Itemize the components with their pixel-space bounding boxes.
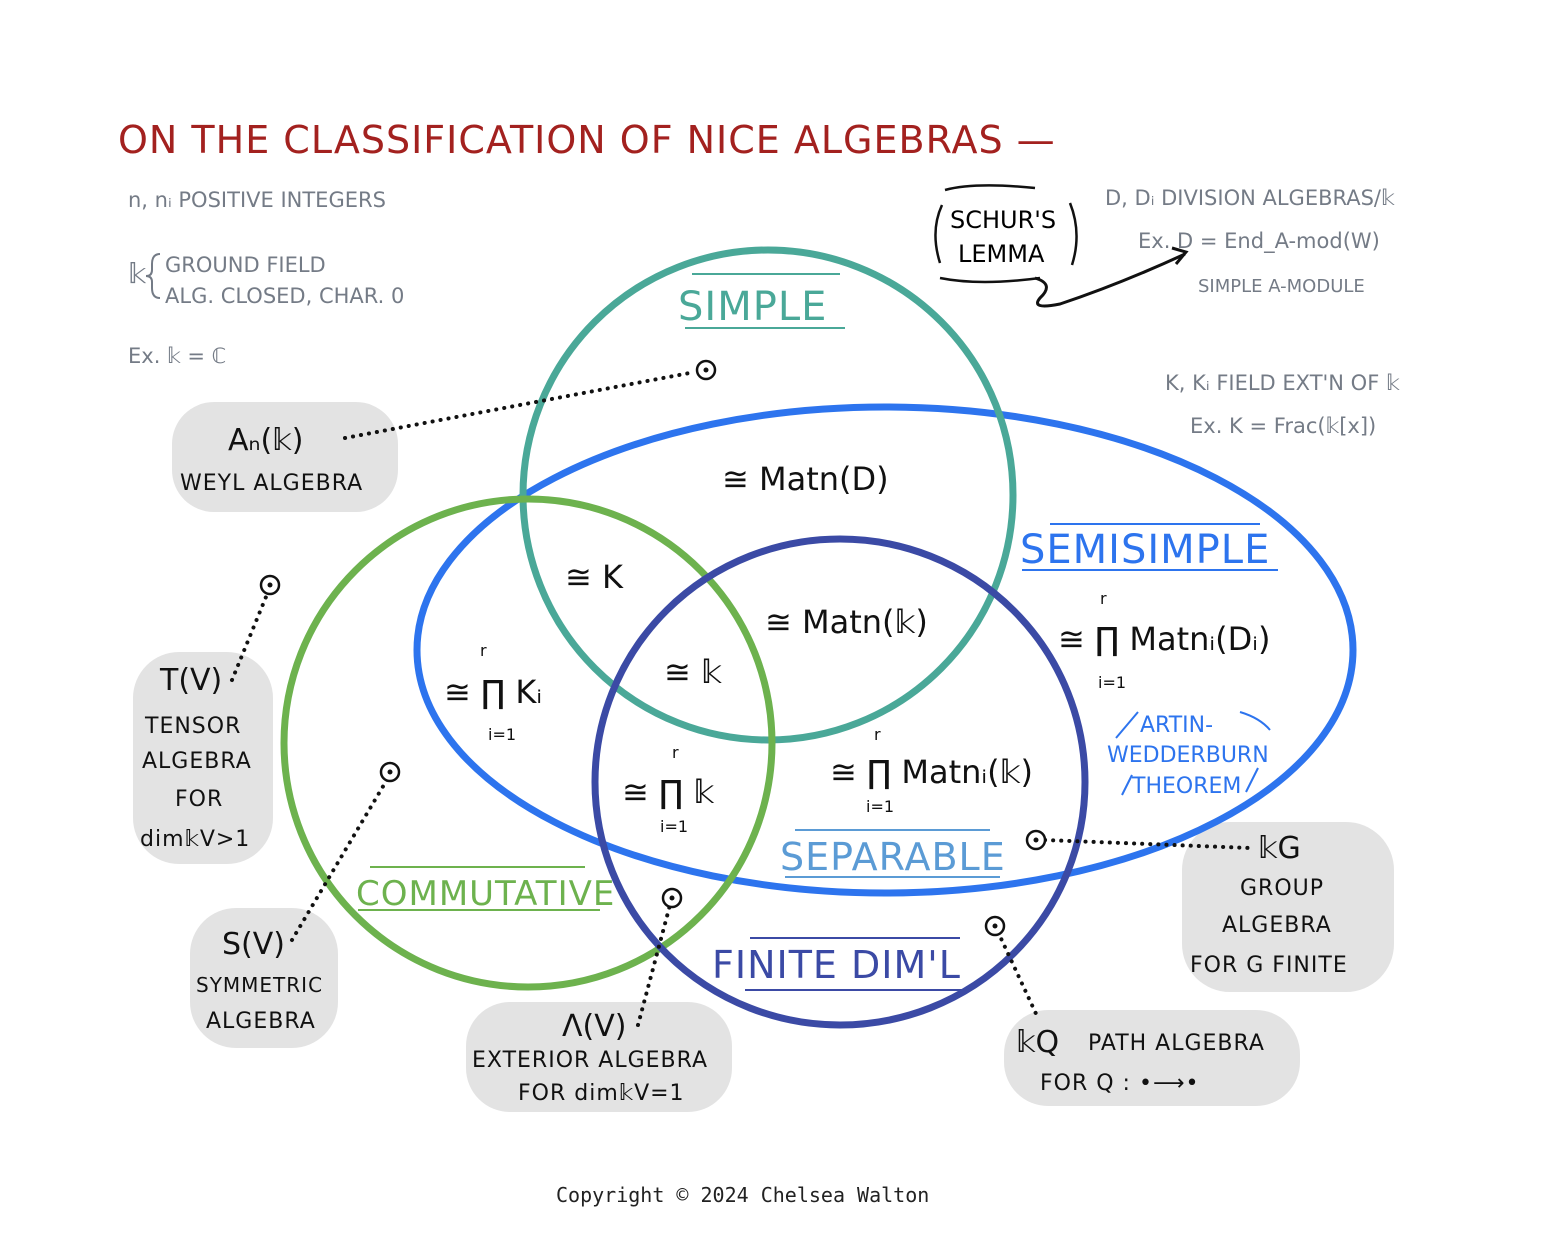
note-field-example: Ex. 𝕜 = ℂ (128, 344, 226, 368)
artin-wedderburn-note: ARTIN- WEDDERBURN THEOREM (1107, 711, 1271, 799)
path-algebra-desc2: FOR Q : •⟶• (1040, 1071, 1199, 1096)
exterior-algebra-name: Λ(V) (562, 1009, 626, 1044)
semisimple-label: SEMISIMPLE (1020, 527, 1270, 573)
region-prod-ground: ≅ ∏ 𝕜 (622, 773, 714, 811)
region-prod-matni-ground-top: r (874, 725, 881, 744)
note-integers: n, nᵢ POSITIVE INTEGERS (128, 188, 386, 212)
leader-symmetric (290, 776, 390, 942)
commutative-circle (280, 495, 776, 991)
finite-dimensional-circle (591, 535, 1089, 1029)
path-algebra-desc1: PATH ALGEBRA (1088, 1031, 1265, 1056)
note-field-line1: GROUND FIELD (165, 253, 326, 277)
leader-lines (230, 370, 1252, 1027)
cloud-symmetric (190, 908, 338, 1048)
group-algebra-desc3: FOR G FINITE (1190, 953, 1348, 978)
note-division-line3: SIMPLE A-MODULE (1198, 276, 1365, 297)
region-prod-matni-ground-bottom: i=1 (866, 797, 894, 816)
tensor-algebra-name: T(V) (159, 663, 222, 698)
exterior-algebra-desc1: EXTERIOR ALGEBRA (472, 1048, 708, 1073)
note-division-line2: Ex. D = End_A-mod(W) (1138, 229, 1380, 254)
note-field-ext-line2: Ex. K = Frac(𝕜[x]) (1190, 414, 1376, 438)
schur-arrowhead (1171, 246, 1189, 265)
tensor-algebra-desc1: TENSOR (144, 714, 241, 739)
tensor-algebra-desc4: dim𝕜V>1 (140, 827, 250, 852)
symmetric-algebra-desc1: SYMMETRIC (196, 973, 323, 997)
weyl-algebra-name: Aₙ(𝕜) (228, 423, 303, 458)
leader-tensor (230, 590, 270, 682)
cloud-exterior (466, 1002, 732, 1112)
region-prod-ki-top: r (480, 641, 487, 660)
simple-label: SIMPLE (678, 284, 827, 330)
commutative-label: COMMUTATIVE (356, 874, 615, 914)
group-algebra-desc1: GROUP (1240, 876, 1324, 901)
region-prod-matni-di: ≅ ∏ Matnᵢ(Dᵢ) (1058, 620, 1270, 658)
note-field-brace (145, 253, 161, 299)
leader-exterior (636, 903, 672, 1027)
cloud-tensor (133, 652, 273, 864)
artin-line2: WEDDERBURN (1107, 743, 1269, 768)
cloud-path (1004, 1010, 1300, 1106)
region-prod-matni-di-top: r (1100, 589, 1107, 608)
separable-label: SEPARABLE (780, 835, 1006, 879)
note-field-ext-line1: K, Kᵢ FIELD EXT'N OF 𝕜 (1165, 371, 1400, 395)
exterior-algebra-desc2: FOR dim𝕜V=1 (518, 1081, 685, 1106)
diagram-title: ON THE CLASSIFICATION OF NICE ALGEBRAS — (118, 118, 1056, 162)
region-prod-ki: ≅ ∏ Kᵢ (444, 673, 542, 711)
simple-circle (519, 246, 1017, 744)
group-algebra-name: 𝕜G (1258, 831, 1301, 866)
artin-line1: ARTIN- (1140, 713, 1213, 738)
cloud-weyl (172, 402, 398, 512)
region-prod-matni-di-bottom: i=1 (1098, 673, 1126, 692)
schur-line2: LEMMA (958, 240, 1045, 268)
note-field-line2: ALG. CLOSED, CHAR. 0 (165, 284, 404, 308)
tensor-algebra-desc3: FOR (175, 787, 223, 812)
finite-dimensional-label: FINITE DIM'L (712, 943, 961, 987)
region-matn-d: ≅ Matn(D) (722, 460, 889, 498)
symmetric-algebra-name: S(V) (222, 927, 285, 962)
note-field-symbol: 𝕜 (128, 257, 147, 290)
path-algebra-name: 𝕜Q (1016, 1025, 1059, 1060)
region-prod-ground-top: r (672, 743, 679, 762)
target-markers (259, 359, 1047, 937)
tensor-algebra-desc2: ALGEBRA (142, 749, 252, 774)
region-prod-ground-bottom: i=1 (660, 817, 688, 836)
note-division-line1: D, Dᵢ DIVISION ALGEBRAS/𝕜 (1105, 186, 1395, 210)
copyright-notice: Copyright © 2024 Chelsea Walton (556, 1183, 929, 1207)
leader-weyl (343, 370, 697, 440)
schur-line1: SCHUR'S (950, 206, 1056, 234)
artin-line3: THEOREM (1131, 774, 1241, 799)
region-prod-ki-bottom: i=1 (488, 725, 516, 744)
leader-path (996, 930, 1040, 1020)
region-prod-matni-ground: ≅ ∏ Matnᵢ(𝕜) (830, 753, 1033, 791)
semisimple-ellipse (413, 403, 1357, 897)
schur-lemma-callout: SCHUR'S LEMMA (934, 184, 1189, 308)
region-ground-field: ≅ 𝕜 (664, 653, 722, 691)
cloud-group (1182, 822, 1394, 992)
example-clouds (133, 402, 1394, 1112)
group-algebra-desc2: ALGEBRA (1222, 913, 1332, 938)
region-matn-ground: ≅ Matn(𝕜) (765, 603, 928, 641)
schur-arrow (1034, 252, 1186, 308)
region-field-k: ≅ K (565, 558, 624, 596)
symmetric-algebra-desc2: ALGEBRA (206, 1009, 316, 1034)
weyl-algebra-desc: WEYL ALGEBRA (180, 471, 363, 496)
leader-group (1043, 838, 1252, 850)
